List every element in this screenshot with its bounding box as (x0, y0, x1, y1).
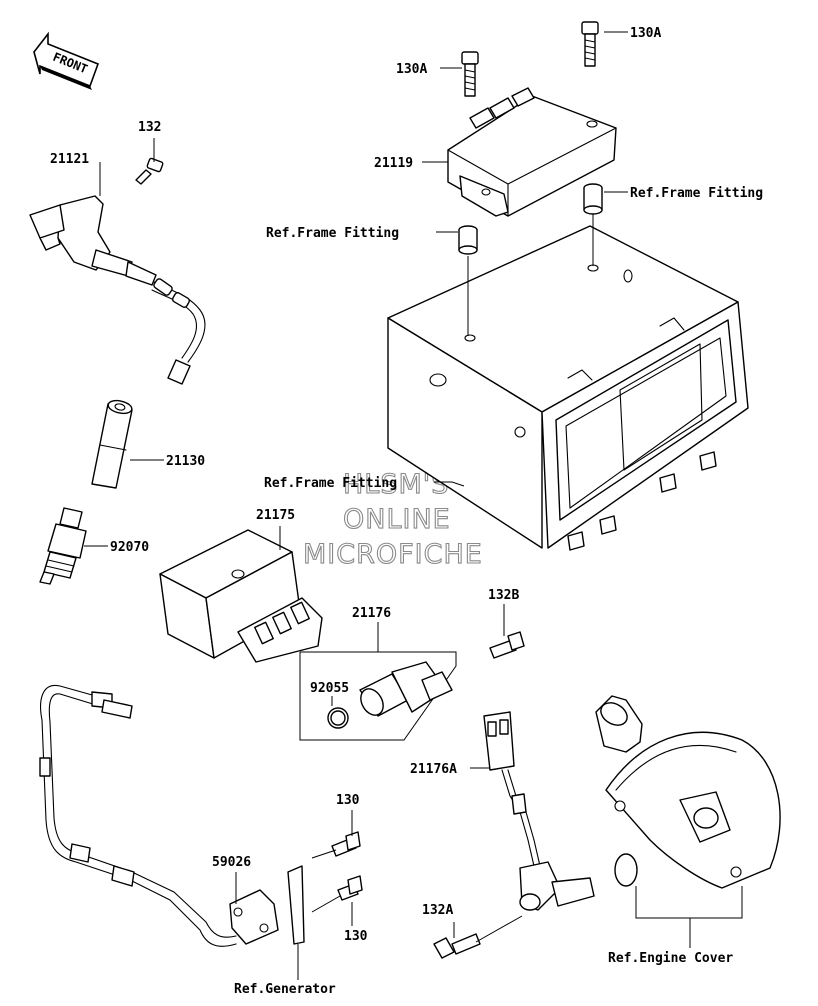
label-130A-left: 130A (396, 62, 427, 77)
wiring-harness (39, 684, 237, 947)
label-21130: 21130 (166, 454, 205, 469)
bolt-132 (135, 157, 164, 185)
label-130-bottom: 130 (344, 929, 368, 944)
label-ref-engine-cover: Ref.Engine Cover (608, 951, 733, 966)
ecu-21175 (159, 529, 323, 663)
bolt-132A (433, 933, 481, 959)
label-21119: 21119 (374, 156, 413, 171)
label-132: 132 (138, 120, 161, 135)
sensor-21176A (483, 711, 595, 911)
label-ref-generator: Ref.Generator (234, 982, 336, 997)
bolt-132B (489, 631, 525, 659)
label-130A-right: 130A (630, 26, 661, 41)
label-21176A: 21176A (410, 762, 457, 777)
cdi-unit-21119 (447, 87, 617, 217)
label-ref-frame-fitting-right: Ref.Frame Fitting (630, 186, 763, 201)
label-21175: 21175 (256, 508, 295, 523)
bolt-130A-right (581, 21, 599, 67)
label-130-top: 130 (336, 793, 360, 808)
bolt-130-top (331, 831, 361, 857)
engine-cover (595, 695, 781, 889)
label-92055: 92055 (310, 681, 349, 696)
grommet-left (458, 225, 478, 255)
electrical-case (387, 225, 749, 551)
part-labels: 132 21121 21130 92070 130A 130A 21119 Re… (50, 26, 763, 997)
label-92070: 92070 (110, 540, 149, 555)
sensor-group-21176 (299, 651, 457, 741)
label-132B: 132B (488, 588, 519, 603)
label-21121: 21121 (50, 152, 89, 167)
label-59026: 59026 (212, 855, 251, 870)
leader-lines (84, 31, 743, 980)
label-ref-frame-fitting-left: Ref.Frame Fitting (266, 226, 399, 241)
label-132A: 132A (422, 903, 453, 918)
spark-plug-cap-21130 (91, 399, 133, 489)
watermark-line-3: MICROFICHE (303, 539, 483, 570)
bolt-130A-left (461, 51, 479, 97)
pickup-sensor-59026 (229, 865, 305, 945)
watermark-line-2: ONLINE (343, 504, 451, 535)
label-21176: 21176 (352, 606, 391, 621)
bolt-130-bottom (337, 875, 363, 901)
grommet-right (583, 183, 603, 215)
label-ref-frame-fitting-mid: Ref.Frame Fitting (264, 476, 397, 491)
ignition-coil-21121 (29, 195, 206, 385)
spark-plug-92070 (39, 507, 87, 585)
front-arrow-icon: FRONT (33, 31, 100, 90)
